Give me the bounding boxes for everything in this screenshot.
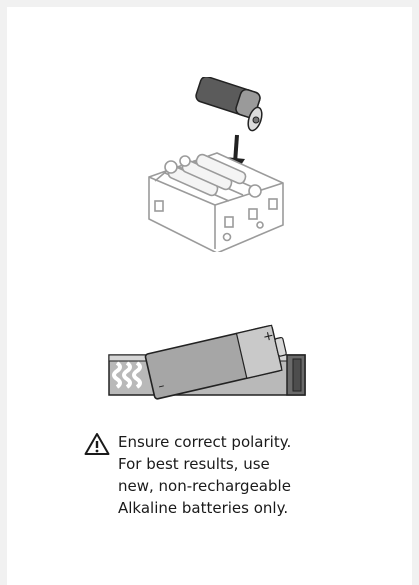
warning-line: Alkaline batteries only.	[118, 499, 289, 517]
battery-polarity-illustration: + –	[108, 324, 306, 400]
plus-sign: +	[262, 328, 276, 345]
aa-battery-icon	[195, 77, 263, 132]
warning-line: new, non-rechargeable	[118, 477, 291, 495]
battery-insert-illustration	[148, 77, 284, 252]
warning-text: Ensure correct polarity. For best result…	[118, 431, 291, 519]
warning-line: For best results, use	[118, 455, 270, 473]
minus-sign: –	[157, 378, 166, 393]
warning-triangle-icon	[84, 433, 110, 455]
instruction-page: + – Ensure correct polarity. For best re…	[7, 7, 412, 585]
aa-battery-icon: + –	[144, 324, 287, 400]
spring-icon	[112, 361, 142, 389]
polarity-warning: Ensure correct polarity. For best result…	[84, 431, 384, 519]
battery-holder	[148, 152, 284, 252]
warning-line: Ensure correct polarity.	[118, 433, 292, 451]
